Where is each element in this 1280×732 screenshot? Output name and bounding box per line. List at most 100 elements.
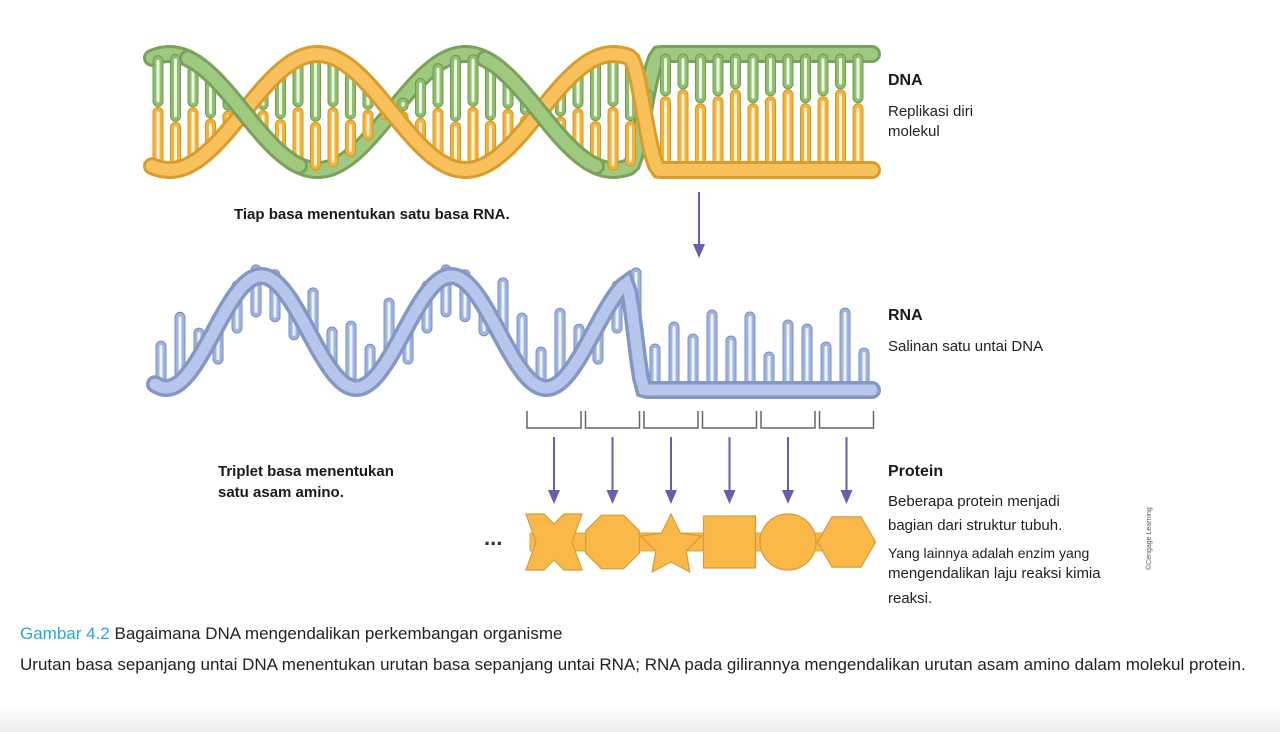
dna-base-highlight bbox=[856, 58, 860, 99]
dna-base-highlight bbox=[296, 111, 300, 162]
rna-base-highlight bbox=[805, 328, 809, 386]
rna-base-highlight bbox=[729, 340, 733, 386]
rna-base-highlight bbox=[558, 312, 562, 379]
dna-base-highlight bbox=[699, 58, 702, 99]
dna-base-highlight bbox=[716, 100, 720, 166]
codon-arrow-head bbox=[840, 490, 853, 504]
figure-title: Bagaimana DNA mengendalikan perkembangan… bbox=[114, 624, 563, 643]
dna-base-highlight bbox=[156, 111, 160, 165]
codon-bracket bbox=[643, 411, 699, 429]
dna-base-highlight bbox=[156, 59, 160, 103]
dna-base-highlight bbox=[856, 107, 860, 166]
dna-base-highlight bbox=[489, 125, 492, 159]
dna-base-highlight bbox=[191, 111, 195, 159]
dna-base-highlight bbox=[174, 58, 177, 118]
rna-desc: Salinan satu untai DNA bbox=[888, 338, 1044, 355]
codon-arrow-head bbox=[723, 490, 736, 504]
rna-title: RNA bbox=[888, 307, 923, 324]
dna-base-highlight bbox=[804, 58, 807, 99]
dna-desc-line1: Replikasi diri bbox=[888, 103, 974, 120]
protein-desc-line1: Beberapa protein menjadi bbox=[888, 493, 1060, 510]
dna-base-highlight bbox=[629, 125, 632, 163]
dna-note: Tiap basa menentukan satu basa RNA. bbox=[234, 206, 510, 223]
dna-base-highlight bbox=[401, 101, 405, 107]
dna-desc-line2: molekul bbox=[888, 123, 940, 140]
dna-base-highlight bbox=[664, 58, 667, 92]
dna-base-highlight bbox=[769, 100, 772, 166]
rna-base-highlight bbox=[159, 345, 163, 384]
rna-base-highlight bbox=[824, 346, 828, 386]
amino-acid-square bbox=[702, 515, 757, 569]
rna-base-highlight bbox=[862, 352, 866, 386]
dna-base-highlight bbox=[716, 58, 720, 92]
protein-title: Protein bbox=[888, 463, 944, 480]
triplet-note-line2: satu asam amino. bbox=[218, 484, 344, 501]
rna-base-highlight bbox=[653, 348, 657, 386]
dna-base-highlight bbox=[191, 65, 195, 103]
rna-base-highlight bbox=[767, 356, 771, 386]
codon-arrow-head bbox=[782, 490, 794, 504]
dna-base-highlight bbox=[751, 107, 755, 166]
dna-base-highlight bbox=[786, 93, 790, 166]
dna-base-highlight bbox=[839, 93, 842, 166]
amino-acid-star bbox=[639, 512, 703, 573]
dna-base-highlight bbox=[734, 93, 737, 166]
dna-base-highlight bbox=[349, 124, 352, 153]
codon-brackets bbox=[526, 411, 875, 429]
codon-bracket bbox=[760, 411, 816, 429]
rna-base-highlight bbox=[786, 324, 790, 386]
amino-acid-chain bbox=[525, 512, 877, 573]
rna-base-highlight bbox=[748, 316, 752, 386]
dna-backbone-front-highlight bbox=[146, 47, 878, 177]
dna-base-highlight bbox=[821, 100, 825, 166]
chain-ellipsis: ... bbox=[484, 525, 502, 550]
dna-base-highlight bbox=[839, 58, 842, 85]
protein-desc-line5: reaksi. bbox=[888, 590, 933, 607]
codon-bracket bbox=[584, 411, 641, 429]
dna-base-highlight bbox=[734, 58, 737, 85]
dna-base-highlight bbox=[419, 82, 422, 114]
figure-caption-body: Urutan basa sepanjang untai DNA menentuk… bbox=[20, 655, 1246, 674]
dna-base-highlight bbox=[821, 58, 825, 92]
rna-base-highlight bbox=[710, 314, 714, 386]
codon-arrow-head bbox=[548, 490, 560, 504]
figure-number: Gambar 4.2 bbox=[20, 624, 110, 643]
dna-base-highlight bbox=[314, 58, 317, 118]
dna-double-helix bbox=[143, 44, 881, 180]
dna-base-highlight bbox=[296, 62, 300, 103]
dna-to-rna-arrow-head bbox=[693, 244, 705, 258]
rna-strand bbox=[146, 264, 881, 399]
rna-base-highlight bbox=[843, 312, 847, 386]
dna-base-highlight bbox=[349, 71, 352, 116]
rna-base-highlight bbox=[178, 316, 182, 379]
amino-acid-hexagon bbox=[816, 516, 877, 568]
dna-base-highlight bbox=[594, 125, 597, 162]
dna-title: DNA bbox=[888, 72, 923, 89]
translation-arrows bbox=[548, 192, 853, 504]
dna-base-highlight bbox=[664, 100, 667, 166]
dna-base-highlight bbox=[681, 93, 685, 166]
dna-base-highlight bbox=[681, 58, 685, 85]
protein-desc-line3: Yang lainnya adalah enzim yang bbox=[888, 545, 1090, 561]
dna-base-highlight bbox=[769, 58, 772, 92]
rna-backbone-highlight bbox=[149, 270, 878, 396]
dna-base-highlight bbox=[174, 126, 177, 166]
rna-base-highlight bbox=[539, 351, 543, 384]
dna-base-highlight bbox=[436, 112, 440, 157]
dna-base-highlight bbox=[471, 111, 475, 166]
dna-base-highlight bbox=[751, 58, 755, 99]
figure-caption-title: Gambar 4.2 Bagaimana DNA mengendalikan p… bbox=[20, 624, 562, 644]
dna-base-highlight bbox=[699, 107, 702, 166]
bottom-shade bbox=[0, 708, 1280, 732]
dna-base-highlight bbox=[611, 58, 615, 103]
dna-base-highlight bbox=[454, 126, 457, 165]
codon-arrow-head bbox=[606, 490, 619, 504]
dna-base-highlight bbox=[594, 62, 597, 117]
dna-base-highlight bbox=[314, 126, 317, 166]
dna-base-highlight bbox=[279, 74, 282, 115]
rna-base-highlight bbox=[691, 338, 695, 386]
dna-base-highlight bbox=[436, 67, 440, 104]
protein-desc-line2: bagian dari struktur tubuh. bbox=[888, 517, 1063, 534]
rna-base-highlight bbox=[672, 326, 676, 386]
dna-base-highlight bbox=[489, 65, 492, 117]
